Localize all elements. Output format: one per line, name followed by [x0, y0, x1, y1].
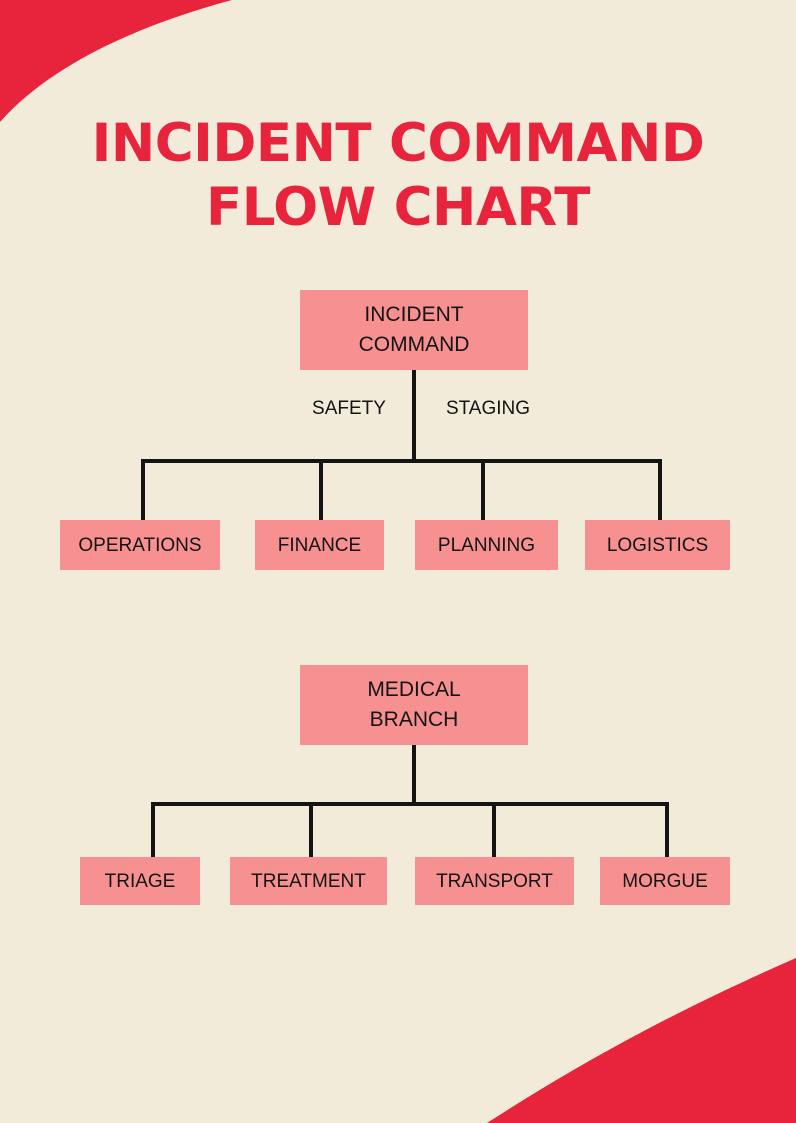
- node-morgue[interactable]: MORGUE: [600, 857, 730, 905]
- connector-drop-treatment: [309, 802, 313, 859]
- node-finance[interactable]: FINANCE: [255, 520, 384, 570]
- node-triage[interactable]: TRIAGE: [80, 857, 200, 905]
- connector-incident-command-stem: [412, 370, 416, 462]
- connector-drop-transport: [492, 802, 496, 859]
- connector-drop-morgue: [665, 802, 669, 859]
- connector-drop-operations: [141, 459, 145, 521]
- connector-drop-planning: [481, 459, 485, 521]
- node-incident-command[interactable]: INCIDENT COMMAND: [300, 290, 528, 370]
- connector-command-bar: [141, 459, 662, 463]
- node-medical-branch[interactable]: MEDICAL BRANCH: [300, 665, 528, 745]
- node-logistics[interactable]: LOGISTICS: [585, 520, 730, 570]
- connector-drop-logistics: [658, 459, 662, 521]
- node-transport[interactable]: TRANSPORT: [415, 857, 574, 905]
- page-title: INCIDENT COMMAND FLOW CHART: [0, 112, 796, 240]
- node-planning[interactable]: PLANNING: [415, 520, 558, 570]
- node-treatment[interactable]: TREATMENT: [230, 857, 387, 905]
- label-staging: STAGING: [445, 398, 531, 419]
- page-title-line-2: FLOW CHART: [206, 177, 590, 238]
- node-operations[interactable]: OPERATIONS: [60, 520, 220, 570]
- label-safety: SAFETY: [312, 398, 386, 419]
- connector-drop-triage: [151, 802, 155, 859]
- page-title-line-1: INCIDENT COMMAND: [91, 113, 705, 174]
- connector-medical-bar: [151, 802, 669, 806]
- connector-medical-branch-stem: [412, 745, 416, 805]
- connector-drop-finance: [319, 459, 323, 521]
